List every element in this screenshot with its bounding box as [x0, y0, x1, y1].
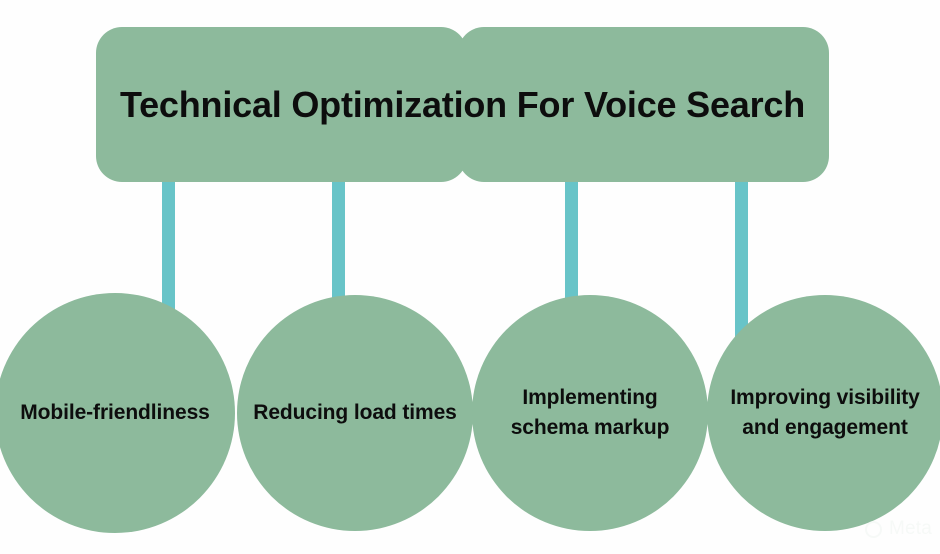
watermark-label: Meta — [888, 518, 932, 539]
node-improving-visibility-and-engagement[interactable]: Improving visibility and engagement — [707, 295, 940, 531]
node-label: Implementing schema markup — [510, 386, 670, 439]
node-mobile-friendliness[interactable]: Mobile-friendliness — [0, 293, 235, 533]
connector-vertical-node-1 — [162, 157, 175, 322]
connector-vertical-node-3 — [565, 157, 578, 305]
node-label: Improving visibility and engagement — [730, 386, 920, 439]
header-box-left-half — [96, 27, 467, 182]
node-label: Mobile-friendliness — [20, 401, 210, 425]
node-implementing-schema-markup[interactable]: Implementing schema markup — [472, 295, 708, 531]
header-box: Technical Optimization For Voice Search — [96, 27, 829, 182]
connector-vertical-node-4 — [735, 157, 748, 362]
header-box-right-half — [458, 27, 829, 182]
node-label: Reducing load times — [253, 401, 457, 425]
page-title: Technical Optimization For Voice Search — [119, 83, 806, 125]
node-reducing-load-times[interactable]: Reducing load times — [237, 295, 473, 531]
connector-vertical-node-2 — [332, 157, 345, 302]
watermark: Meta — [864, 518, 932, 540]
